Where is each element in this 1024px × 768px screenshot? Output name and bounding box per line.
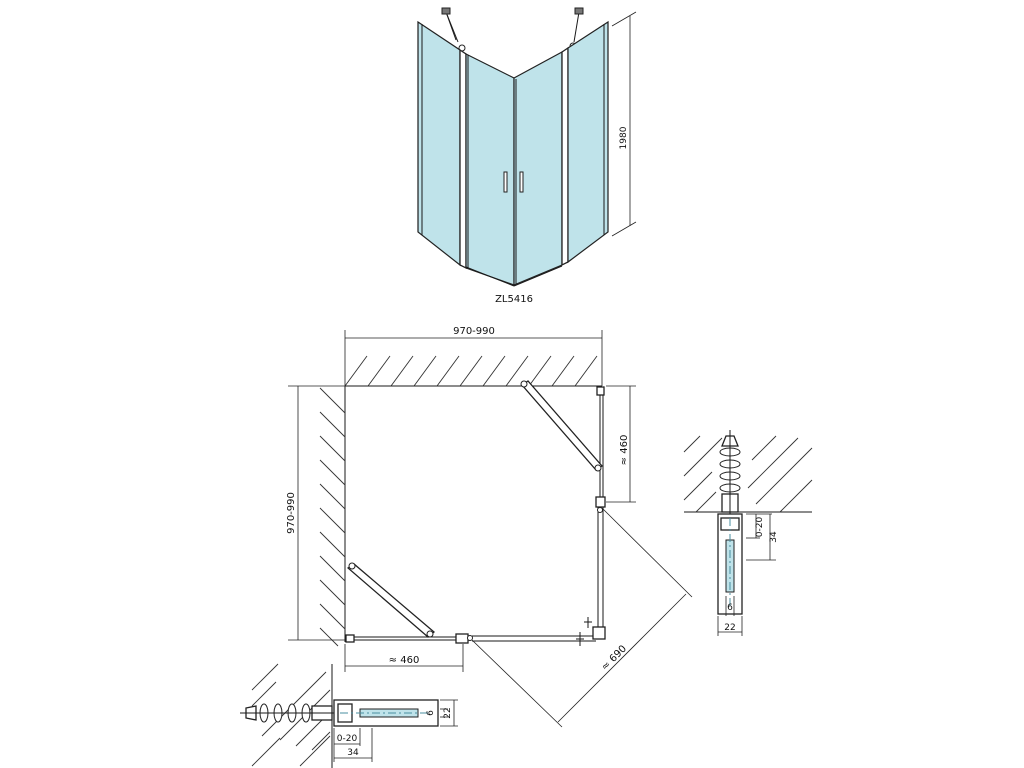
- wall-profile-detail-bottom: 6 22 0-20 34: [240, 663, 458, 768]
- right-fixed-panel: [567, 20, 609, 264]
- plan-right-panel: [595, 386, 606, 628]
- left-depth-dimension: 970-990: [286, 385, 345, 641]
- right-detail-depth: 34: [769, 531, 779, 543]
- plan-stabilizer-right: [520, 380, 603, 472]
- wall-profile-detail-right: 0-20 34 6 22: [683, 430, 813, 636]
- height-label: 1980: [619, 126, 629, 149]
- right-detail-width: 22: [724, 623, 735, 633]
- wall-anchor-icon: [719, 430, 741, 520]
- right-door-handle: [519, 171, 524, 193]
- wall-anchor-icon: [240, 703, 350, 723]
- right-door-label: ≈ 460: [619, 435, 630, 466]
- top-width-label: 970-990: [453, 326, 495, 337]
- left-door-panel: [465, 53, 515, 286]
- plan-bottom-panel: [345, 633, 596, 644]
- diagonal-dimension: ≈ 690: [471, 508, 693, 728]
- left-depth-label: 970-990: [286, 492, 297, 534]
- right-detail-glass: 6: [727, 603, 733, 613]
- left-fixed-panel: [417, 20, 461, 267]
- right-door-panel: [513, 50, 563, 286]
- right-detail-adjust: 0-20: [755, 517, 765, 538]
- plan-view: 970-990 970-990: [286, 326, 693, 728]
- model-label: ZL5416: [495, 294, 533, 305]
- bottom-detail-depth: 34: [347, 748, 359, 758]
- top-wall-hatch: [344, 355, 602, 387]
- left-wall-hatch: [319, 386, 346, 647]
- plan-stabilizer-left: [346, 562, 436, 638]
- height-dimension: 1980: [611, 11, 637, 237]
- bottom-detail-adjust: 0-20: [337, 734, 358, 744]
- bottom-door-label: ≈ 460: [389, 655, 420, 666]
- bottom-door-dimension: ≈ 460: [344, 644, 464, 672]
- stabilizer-bar-left: [441, 7, 466, 52]
- bottom-detail-width: 22: [443, 707, 453, 718]
- plan-corner-hinge: [576, 617, 606, 646]
- right-door-dimension: ≈ 460: [606, 385, 636, 503]
- left-door-handle: [503, 171, 508, 193]
- isometric-view: 1980 ZL5416: [417, 7, 637, 305]
- bottom-detail-glass: 6: [426, 710, 436, 716]
- diagonal-label: ≈ 690: [600, 644, 629, 673]
- top-width-dimension: 970-990: [344, 326, 603, 386]
